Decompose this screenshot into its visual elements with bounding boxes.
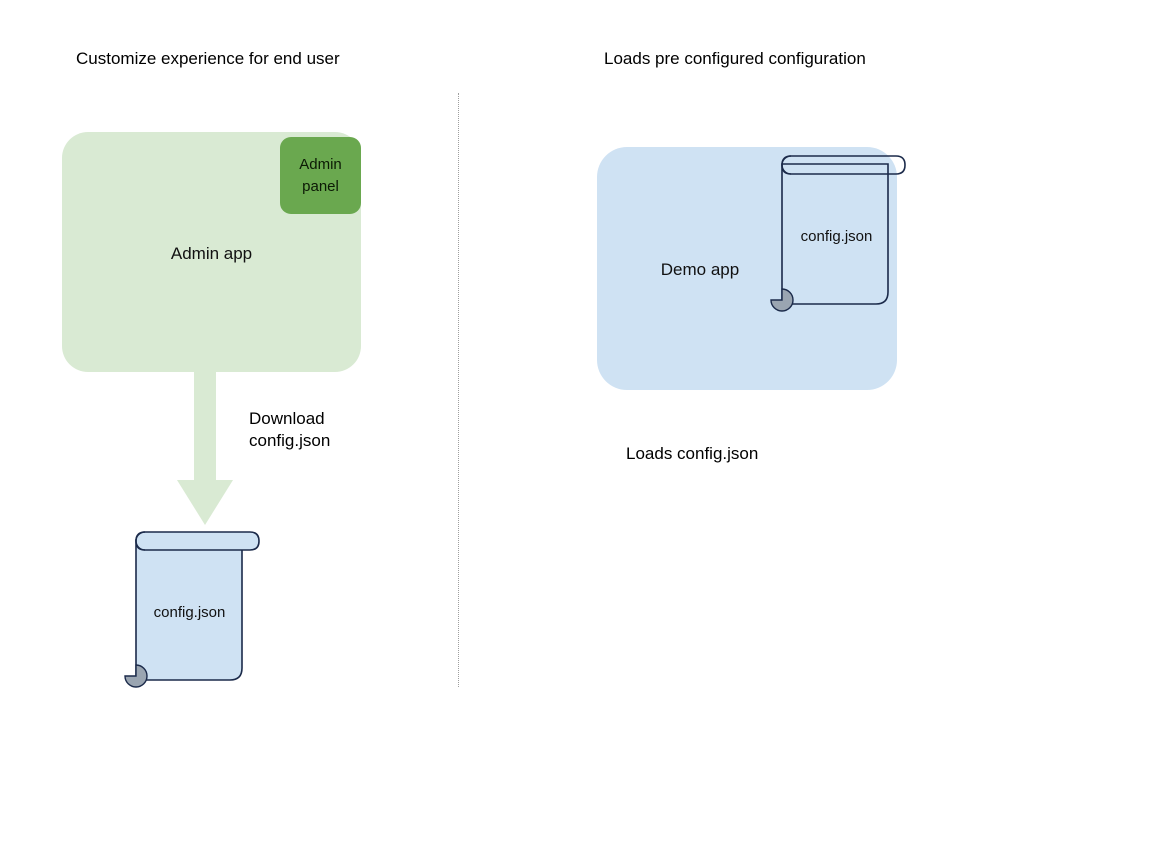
config-json-document-right-label: config.json bbox=[800, 228, 873, 245]
right-column-heading: Loads pre configured configuration bbox=[604, 49, 866, 68]
document-top-curl-bar bbox=[135, 531, 260, 551]
document-top-curl-nub bbox=[135, 531, 146, 551]
document-body bbox=[781, 163, 889, 305]
demo-app-label: Demo app bbox=[660, 260, 740, 279]
download-arrow-label: Download config.json bbox=[249, 408, 330, 452]
admin-panel-label-line1: Admin bbox=[299, 155, 342, 173]
config-json-document-right-svg bbox=[770, 155, 906, 312]
loads-config-caption: Loads config.json bbox=[626, 444, 759, 463]
download-arrow-svg bbox=[177, 368, 233, 525]
document-top-curl-bar bbox=[781, 155, 906, 175]
document-top-curl-nub bbox=[781, 155, 792, 175]
admin-panel-label: Admin panel bbox=[299, 154, 342, 198]
config-json-document-left[interactable] bbox=[122, 528, 272, 693]
download-arrow-label-line2: config.json bbox=[249, 431, 331, 450]
config-json-document-left-svg bbox=[124, 531, 260, 688]
column-divider bbox=[458, 93, 459, 687]
document-bottom-curl bbox=[770, 288, 794, 312]
document-body bbox=[135, 539, 243, 681]
download-arrow-label-line1: Download bbox=[249, 409, 325, 428]
admin-panel-label-line2: panel bbox=[302, 177, 339, 195]
document-bottom-curl bbox=[124, 664, 148, 688]
download-arrow-icon bbox=[176, 368, 234, 528]
left-column-heading: Customize experience for end user bbox=[76, 49, 340, 68]
admin-app-label: Admin app bbox=[170, 244, 253, 263]
download-arrow-shape bbox=[177, 368, 233, 525]
config-json-document-right[interactable] bbox=[768, 152, 918, 317]
demo-app-box[interactable] bbox=[597, 147, 897, 390]
admin-panel-box[interactable]: Admin panel bbox=[280, 137, 361, 214]
config-json-document-left-label: config.json bbox=[153, 604, 226, 621]
